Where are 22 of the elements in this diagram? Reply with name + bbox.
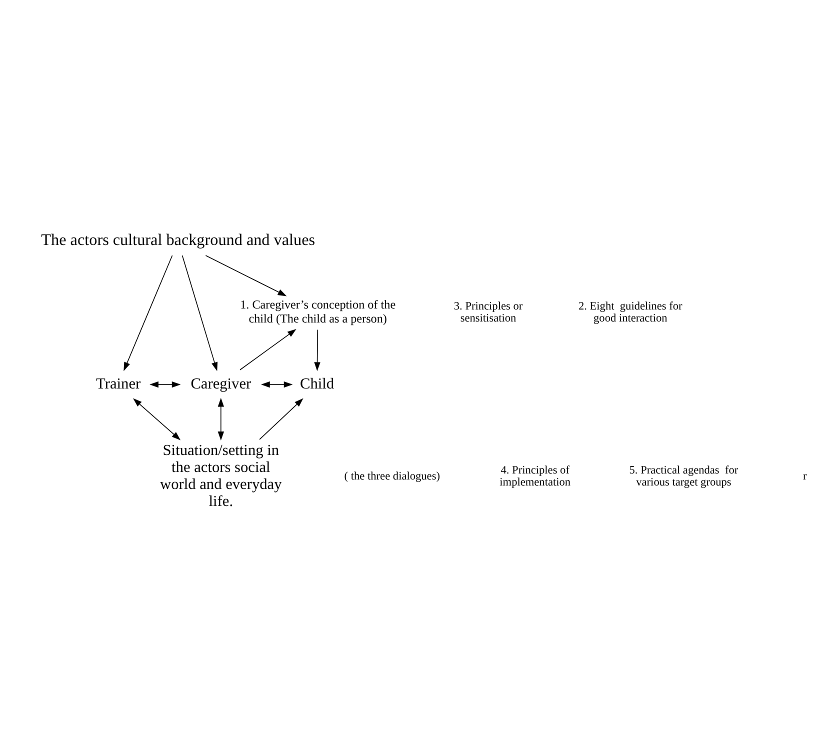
arrow: [240, 329, 296, 370]
label: r: [802, 470, 807, 483]
node-text: The actors cultural background and values: [41, 232, 316, 249]
arrow: [314, 329, 320, 372]
arrow: [260, 381, 293, 388]
arrow: [182, 255, 218, 372]
arrow: [133, 398, 181, 440]
arrow: [218, 398, 224, 440]
label: 3. Principles or sensitisation: [454, 300, 523, 325]
node-text: Situation/setting in the actors social world and everyday life.: [160, 442, 282, 510]
arrow: [259, 398, 304, 440]
node-text: 1. Caregiver’s conception of the child (The child as a person): [240, 298, 396, 326]
label: 2. Eight guidelines for good interaction: [578, 300, 682, 325]
arrow: [205, 255, 287, 296]
node-text: Child: [300, 375, 334, 392]
node-text: Caregiver: [190, 375, 252, 392]
label: ( the three dialogues): [344, 470, 440, 483]
node-text: Trainer: [96, 375, 141, 392]
arrow: [150, 381, 181, 388]
label: 4. Principles of implementation: [500, 464, 571, 489]
arrow: [124, 255, 173, 372]
label: 5. Practical agendas for various target groups: [629, 464, 738, 489]
